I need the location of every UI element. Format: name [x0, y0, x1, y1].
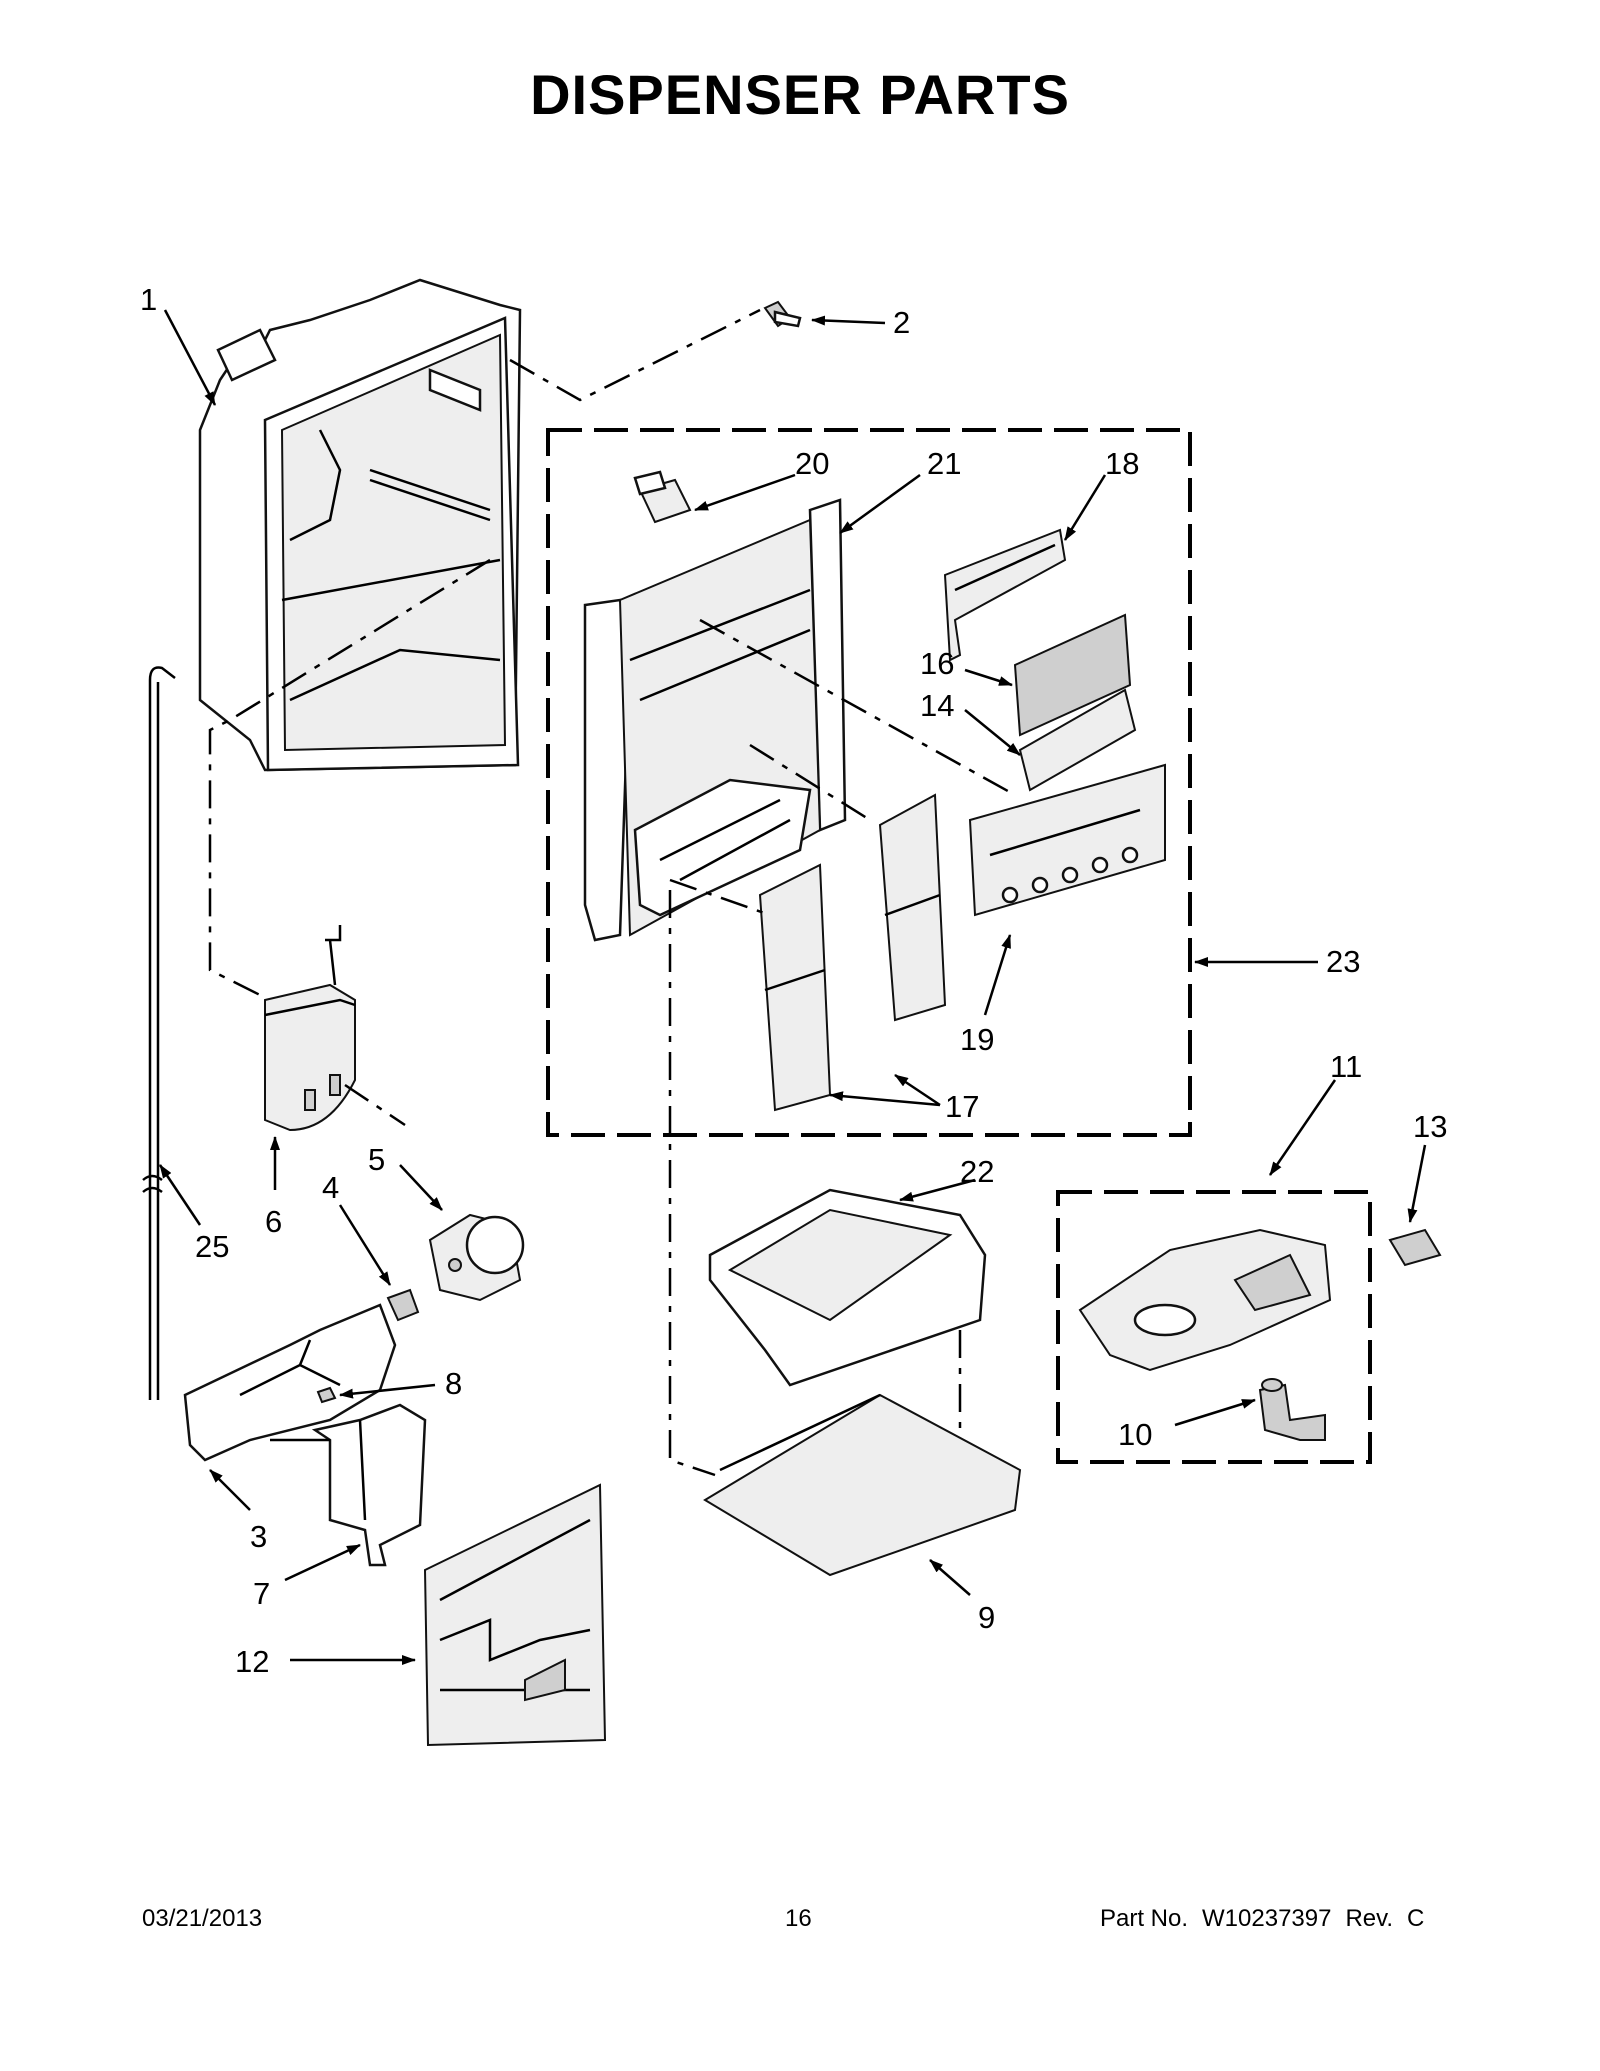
footer-date: 03/21/2013: [142, 1905, 263, 1932]
assembly-box-23: [546, 428, 1192, 1137]
callout-8: 8: [445, 1366, 462, 1401]
callout-3: 3: [250, 1519, 267, 1554]
part-17-paddles: [758, 793, 947, 1112]
callout-5: 5: [368, 1142, 385, 1177]
callout-23: 23: [1326, 944, 1360, 979]
callout-12: 12: [235, 1644, 269, 1679]
callout-labels: 1 2 20 21 18 16 14 23 19 17 11 13 6 5 4 …: [140, 282, 1447, 1679]
callout-7: 7: [253, 1576, 270, 1611]
callout-17: 17: [945, 1089, 979, 1124]
part-9-holder: [703, 1393, 1022, 1577]
footer-part-number: Part No. W10237397 Rev. C: [1100, 1905, 1438, 1933]
leader-housing-screw: [509, 308, 761, 402]
callout-13: 13: [1413, 1109, 1447, 1144]
callout-4: 4: [322, 1170, 339, 1205]
callout-22: 22: [960, 1154, 994, 1189]
part-1-housing: [198, 278, 522, 772]
part-4-plug: [386, 1288, 420, 1322]
part-21-frame: [583, 498, 847, 942]
part-19-panel: [968, 763, 1166, 917]
callout-arrows: [158, 309, 1427, 1665]
part-5-motor: [428, 1213, 525, 1302]
assembly-box-11: [1056, 1190, 1372, 1464]
part-22-tray: [708, 1188, 987, 1387]
part-8-screw: [316, 1386, 337, 1404]
callout-1: 1: [140, 282, 157, 317]
rev-value: C: [1407, 1905, 1425, 1932]
callout-21: 21: [927, 446, 961, 481]
part-number: W10237397: [1202, 1905, 1332, 1932]
part-25-tube: [142, 666, 176, 1400]
callout-6: 6: [265, 1204, 282, 1239]
part-14-holder: [1018, 688, 1137, 792]
part-12-door: [423, 1483, 607, 1747]
leader-switch-motor: [344, 1083, 406, 1127]
rev-label: Rev.: [1345, 1905, 1394, 1932]
callout-9: 9: [978, 1600, 995, 1635]
footer-page-number: 16: [785, 1905, 812, 1932]
part-6-switch: [264, 925, 356, 1132]
callout-25: 25: [195, 1229, 229, 1264]
callout-14: 14: [920, 688, 954, 723]
part-7-lever: [270, 1403, 427, 1567]
part-20-connector: [633, 470, 692, 524]
part-11-housing: [1078, 1228, 1332, 1372]
page-title: DISPENSER PARTS: [530, 63, 1070, 126]
callout-18: 18: [1105, 446, 1139, 481]
callout-20: 20: [795, 446, 829, 481]
part-13-clip: [1388, 1228, 1442, 1267]
callout-11: 11: [1330, 1049, 1362, 1084]
part-16-board: [1013, 613, 1132, 737]
part-10-outlet: [1258, 1378, 1326, 1441]
leader-housing-actuator: [208, 558, 491, 997]
part-18-board: [943, 528, 1067, 662]
callout-19: 19: [960, 1022, 994, 1057]
callout-10: 10: [1118, 1417, 1152, 1452]
callout-16: 16: [920, 646, 954, 681]
callout-2: 2: [893, 305, 910, 340]
part-label: Part No.: [1100, 1905, 1189, 1932]
part-2-screw: [763, 300, 802, 328]
